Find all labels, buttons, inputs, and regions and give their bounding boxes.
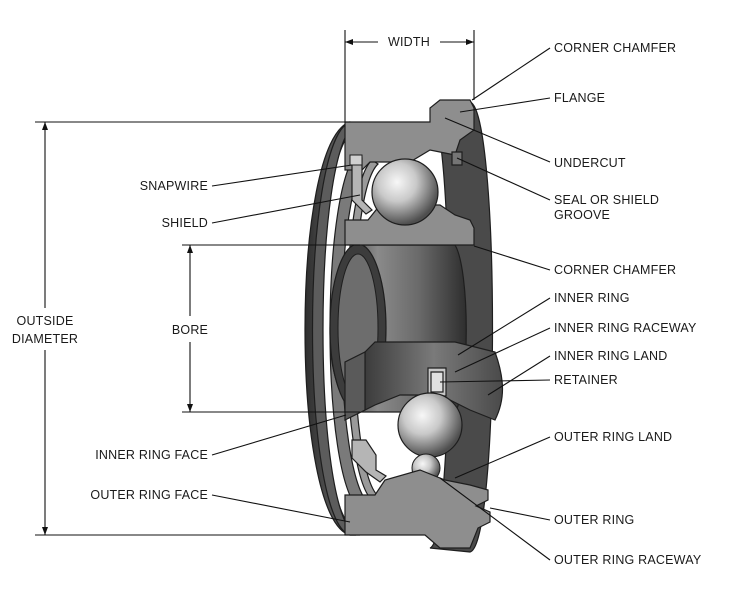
leader-shield (211, 194, 361, 224)
label-outside-diameter-2: DIAMETER (12, 332, 78, 346)
bottom-ball (397, 392, 463, 458)
label-seal-groove-1: SEAL OR SHIELD (554, 193, 659, 207)
leader-outer-ring-land (454, 436, 551, 479)
leader-outer-ring-face (211, 494, 351, 523)
label-shield: SHIELD (162, 216, 208, 230)
label-flange: FLANGE (554, 91, 605, 105)
leader-retainer (439, 379, 551, 383)
labels: WIDTH OUTSIDE DIAMETER BORE SNAPWIRE SHI… (12, 35, 702, 567)
leader-inner-ring-raceway (454, 327, 551, 373)
label-seal-groove-2: GROOVE (554, 208, 610, 222)
leader-inner-ring (457, 297, 551, 356)
leader-snapwire (211, 164, 353, 187)
width-dimension (344, 30, 475, 122)
label-inner-ring-land: INNER RING LAND (554, 349, 667, 363)
leader-lines (211, 47, 551, 561)
label-width: WIDTH (388, 35, 430, 49)
leader-corner-chamfer-top (471, 47, 551, 101)
outside-diameter-dimension (35, 121, 350, 536)
label-snapwire: SNAPWIRE (140, 179, 208, 193)
leader-inner-ring-face (211, 414, 347, 456)
leader-inner-ring-land (487, 355, 551, 396)
label-outer-ring: OUTER RING (554, 513, 634, 527)
bottom-shield (351, 439, 387, 483)
leader-outer-ring-raceway (439, 477, 551, 561)
bore-dimension (182, 244, 360, 413)
label-undercut: UNDERCUT (554, 156, 626, 170)
label-corner-chamfer-mid: CORNER CHAMFER (554, 263, 676, 277)
top-ball (371, 158, 439, 226)
label-inner-ring: INNER RING (554, 291, 630, 305)
leader-corner-chamfer-mid (473, 245, 551, 271)
label-outer-ring-land: OUTER RING LAND (554, 430, 672, 444)
leader-seal-groove (456, 157, 551, 201)
label-retainer: RETAINER (554, 373, 618, 387)
label-corner-chamfer-top: CORNER CHAMFER (554, 41, 676, 55)
label-bore: BORE (172, 323, 208, 337)
label-inner-ring-raceway: INNER RING RACEWAY (554, 321, 697, 335)
leader-flange (459, 97, 551, 113)
label-outer-ring-face: OUTER RING FACE (90, 488, 208, 502)
label-outer-ring-raceway: OUTER RING RACEWAY (554, 553, 702, 567)
outer-ring-bottom-section (344, 469, 491, 549)
label-outside-diameter-1: OUTSIDE (17, 314, 74, 328)
leader-undercut (444, 117, 551, 163)
leader-outer-ring (489, 507, 551, 521)
label-inner-ring-face: INNER RING FACE (95, 448, 208, 462)
outer-ring-top-section (344, 99, 475, 171)
retainer (427, 367, 447, 397)
top-shield (349, 154, 373, 215)
